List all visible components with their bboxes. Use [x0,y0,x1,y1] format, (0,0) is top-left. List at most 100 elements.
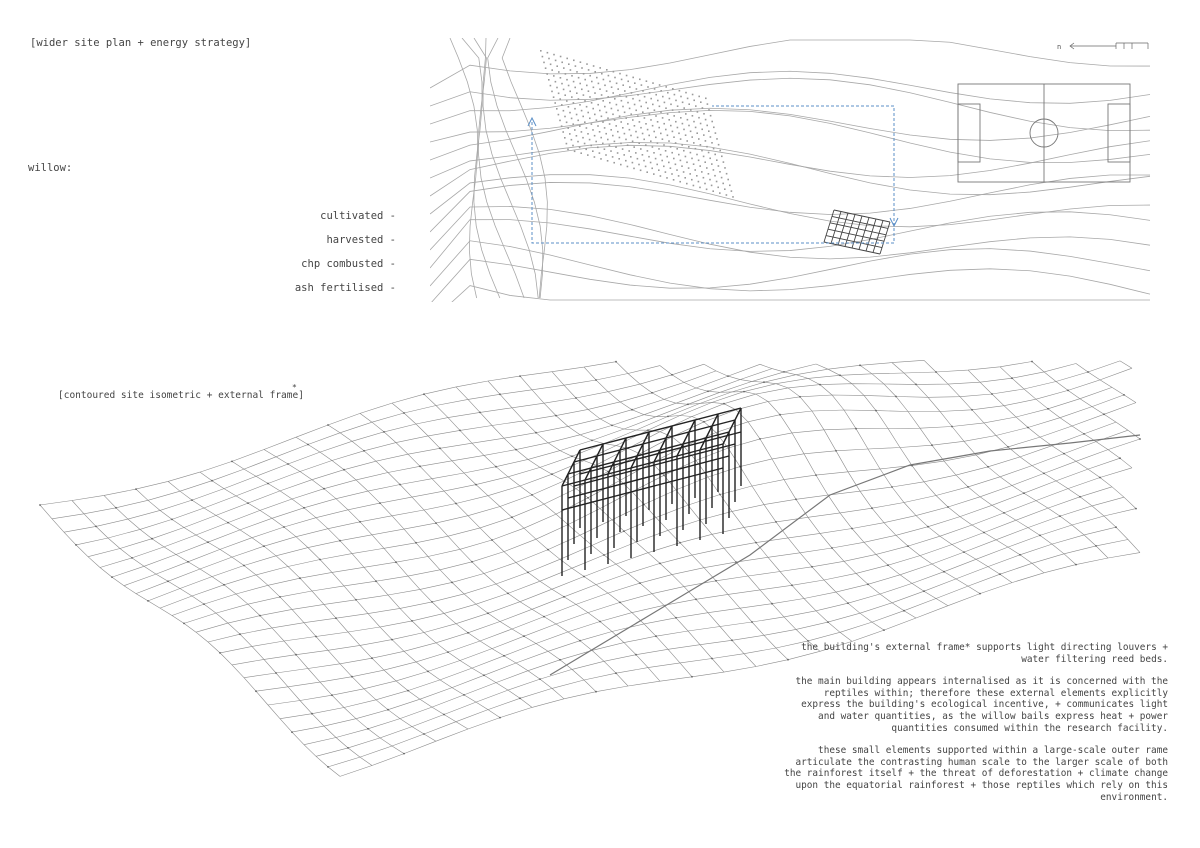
plantation-dot [597,125,599,127]
terrain-dot [499,716,501,719]
plantation-dot [595,98,598,100]
plantation-dot [600,115,603,118]
plantation-dot [567,106,570,108]
route-arrow-down [889,217,899,228]
plantation-dot [692,163,695,165]
plantation-dot [564,94,566,96]
plantation-dot [600,94,603,96]
terrain-dot [691,675,693,678]
plantation-dot [672,179,675,181]
plantation-dot [591,80,593,83]
plantation-dot [697,159,700,162]
plantation-dot [681,144,683,146]
plantation-dot [719,171,721,173]
plantation-dot [607,138,609,141]
plantation-dot [699,122,702,125]
terrain-dot [603,554,605,556]
mesh-row [207,402,1137,643]
plantation-dot [567,127,569,129]
plantation-dot [658,126,660,129]
plantation-dot [655,115,657,117]
terrain-dot [267,482,269,485]
terrain-dot [219,652,221,654]
plantation-dot [673,136,675,138]
plantation-dot [643,117,646,119]
description-paragraph: these small elements supported within a … [784,745,1168,803]
building-grid-line [825,235,883,249]
plantation-dot [600,158,602,160]
terrain-dot [895,395,897,398]
plantation-dot [682,171,685,173]
plantation-dot [689,151,692,154]
terrain-dot [503,654,505,657]
mesh-column [703,363,981,594]
mesh-row [111,363,817,578]
plantation-dot [586,84,588,87]
terrain-dot [771,602,773,605]
plantation-dot [638,142,640,144]
terrain-dot [755,541,757,544]
external-frame [561,407,742,576]
plantation-dot [566,57,568,60]
plantation-dot [582,94,585,96]
terrain-dot [291,731,293,733]
terrain-dot [327,766,329,768]
terrain-dot [571,455,573,458]
plantation-dot [679,159,682,162]
terrain-dot [615,360,617,363]
terrain-dot [439,447,441,450]
plantation-dot [709,136,712,138]
plantation-dot [692,184,695,187]
terrain-dot [479,411,481,414]
plantation-dot [563,67,565,69]
mesh-column [1031,361,1141,440]
plantation-dot [729,184,731,187]
terrain-dot [543,615,545,618]
terrain-dot [859,364,861,367]
plantation-dot [625,117,627,119]
plantation-dot [543,61,545,64]
plantation-dot [614,76,616,79]
plantation-dot [556,86,558,89]
building-grid-line [827,228,885,242]
plantation-dot [671,130,674,133]
plantation-dot [635,109,637,112]
terrain-dot [787,658,789,661]
plantation-dot [672,88,674,90]
terrain-dot [1059,515,1061,517]
plantation-dot [658,148,660,150]
plantation-dot [598,131,601,133]
terrain-dot [615,672,617,675]
plantation-dot [634,82,636,84]
terrain-dot [1139,438,1141,440]
plantation-dot [665,128,667,131]
plantation-dot [587,90,590,92]
plantation-dot [609,101,611,104]
plantation-dot [670,103,672,106]
terrain-dot [263,545,265,548]
plantation-dot [569,90,571,93]
terrain-dot [75,544,77,546]
pitch-right-box [1107,103,1131,163]
plantation-dot [633,125,636,127]
description-paragraph: the building's external frame* supports … [801,642,1168,665]
terrain-dot [227,521,229,524]
plantation-dot [554,80,557,83]
contour-line [430,70,1151,125]
plantation-dot [717,186,719,189]
terrain-dot [527,571,529,574]
plantation-dot [610,86,613,88]
plantation-dot [663,122,665,125]
north-label: n [1057,43,1061,51]
terrain-dot [795,498,797,501]
plantation-dot [716,138,718,140]
plantation-dot [680,117,682,119]
plantation-dot [673,157,675,160]
terrain-dot [1067,389,1069,392]
contour-line [430,174,1151,228]
terrain-dot [763,381,765,384]
terrain-dot [375,580,377,583]
terrain-dot [611,424,613,427]
plantation-dot [649,161,652,164]
terrain-dot [311,712,313,715]
